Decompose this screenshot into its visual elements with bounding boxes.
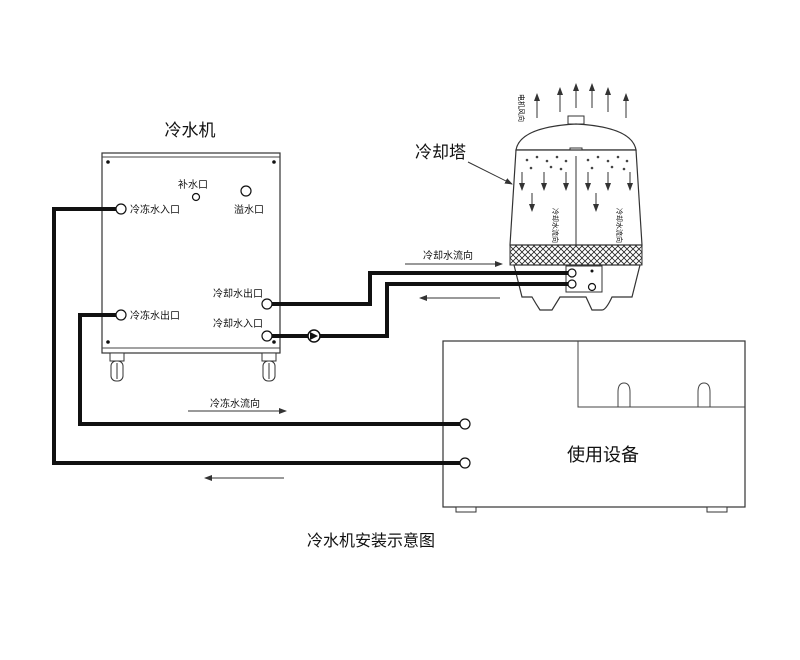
caster-left (109, 352, 125, 382)
tower-outlet-port (567, 279, 577, 289)
cooling-water-return-pipe (272, 282, 568, 338)
equipment-title: 使用设备 (567, 445, 639, 466)
tower-down-arrows (519, 172, 633, 212)
chilled-water-supply-pipe (78, 313, 460, 426)
cooling-water-outlet-port (261, 298, 273, 310)
chilled-water-flow-label: 冷冻水流向 (210, 397, 260, 410)
cooling-water-supply-pipe (272, 271, 568, 306)
makeup-port (191, 192, 201, 202)
water-droplets (525, 155, 629, 171)
cooling-water-flow-indicator: 冷却水流向 (405, 249, 503, 301)
user-equipment: 使用设备 (442, 340, 746, 513)
tower-flow-label-left: 冷却水流向 (551, 208, 560, 243)
chiller-cabinet (101, 152, 281, 354)
chiller-unit: 冷水机 补水口 溢水口 冷冻水入口 冷冻水出口 冷却水出口 冷却水入 (101, 121, 281, 382)
pump-icon (307, 329, 321, 343)
chilled-water-flow-indicator: 冷冻水流向 (188, 397, 287, 481)
tower-motor (567, 115, 585, 125)
equipment-inlet-port (459, 418, 471, 430)
cooling-water-flow-label: 冷却水流向 (423, 249, 473, 262)
chilled-water-inlet-label: 冷冻水入口 (130, 203, 180, 216)
cooling-water-inlet-port (261, 330, 273, 342)
equipment-outlet-port (459, 457, 471, 469)
cooling-water-inlet-label: 冷却水入口 (213, 317, 263, 330)
chilled-water-outlet-port (115, 309, 127, 321)
cooling-tower-title: 冷却塔 (415, 143, 466, 163)
tower-hood (515, 123, 637, 151)
chilled-water-return-pipe (52, 207, 460, 465)
caster-right (261, 352, 277, 382)
diagram-caption: 冷水机安装示意图 (307, 531, 435, 550)
piping (52, 207, 568, 465)
fan-airflow-label: 电机风向 (517, 94, 526, 122)
equipment-box (442, 340, 746, 508)
tower-inlet-port (567, 268, 577, 278)
makeup-port-label: 补水口 (178, 178, 208, 191)
tower-flow-label-right: 冷却水流向 (615, 208, 624, 243)
fan-airflow-arrows (534, 83, 629, 118)
chilled-water-outlet-label: 冷冻水出口 (130, 309, 180, 322)
tower-fill-media (509, 244, 643, 266)
chiller-title: 冷水机 (165, 121, 216, 141)
chilled-water-inlet-port (115, 203, 127, 215)
cooling-tower: 冷却塔 电机风向 (415, 83, 643, 311)
overflow-port-label: 溢水口 (234, 203, 264, 216)
overflow-port (240, 185, 252, 197)
cooling-water-outlet-label: 冷却水出口 (213, 287, 263, 300)
